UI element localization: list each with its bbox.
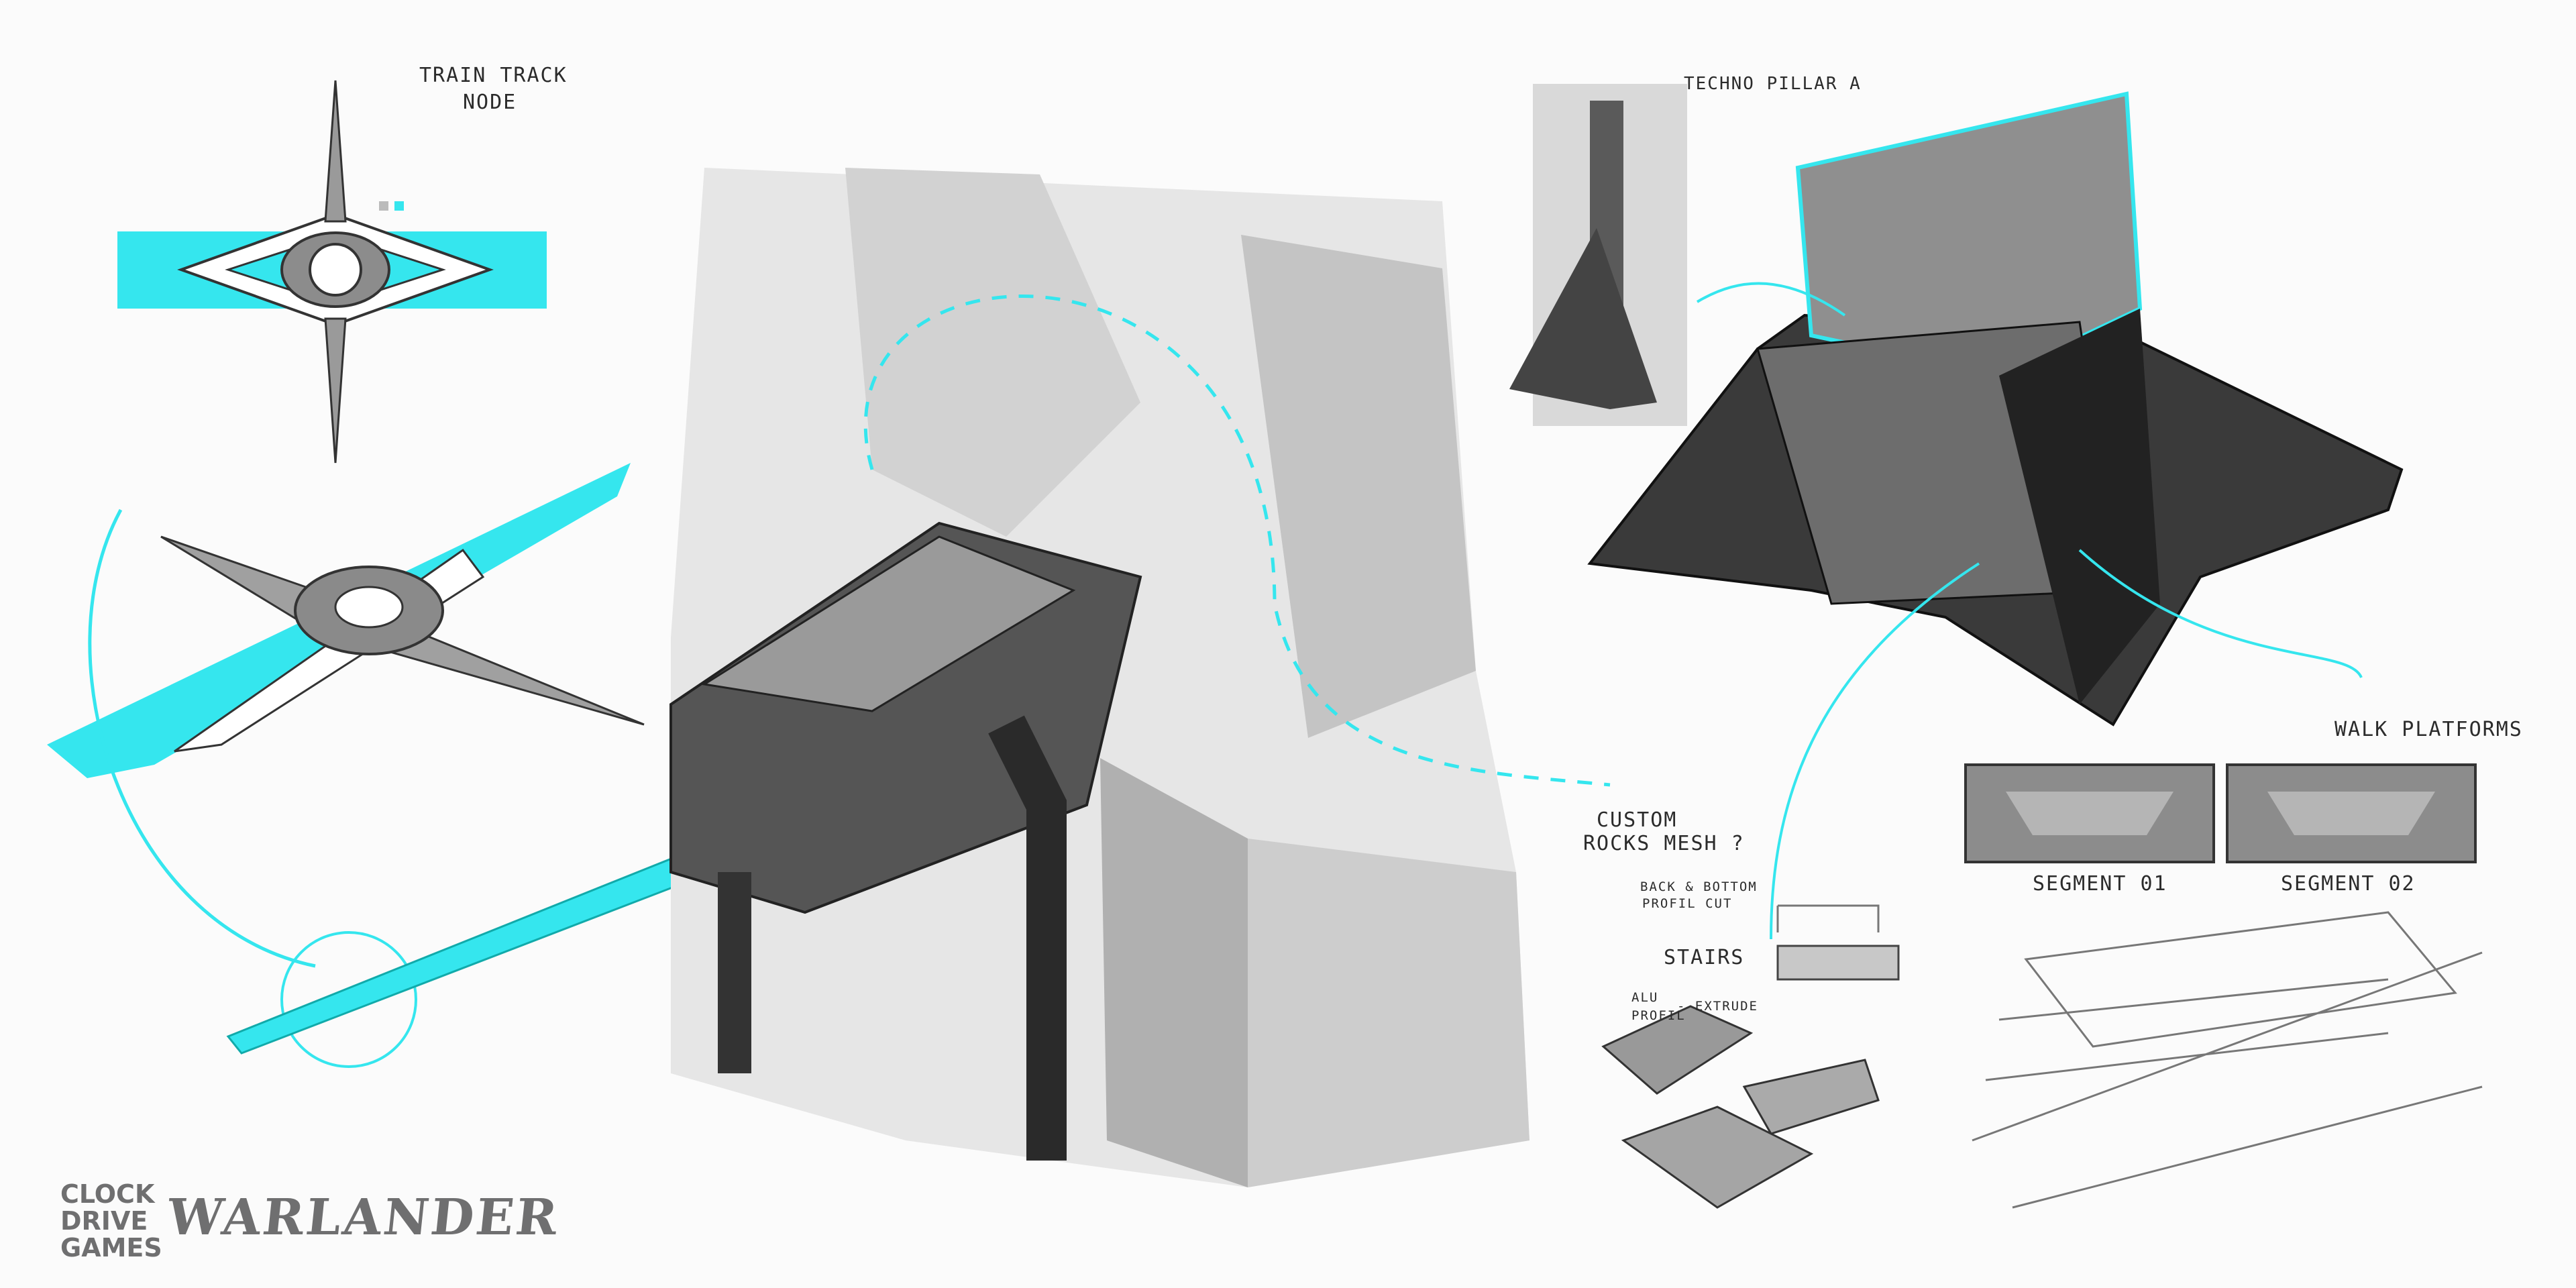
logo-line-3: GAMES <box>60 1233 162 1263</box>
label-segment-02: Segment 02 <box>2281 872 2416 896</box>
label-profil: Profil <box>1631 1008 1686 1023</box>
label-segment-01: Segment 01 <box>2033 872 2167 896</box>
label-node: Node <box>463 91 517 114</box>
highlight-circle <box>280 931 417 1068</box>
label-train-track: Train Track <box>419 64 568 87</box>
label-back-bottom: Back & Bottom <box>1640 879 1758 894</box>
train-track-node-top-view <box>117 80 547 464</box>
pillar-arrow <box>1696 282 1846 317</box>
train-track-node-perspective <box>47 463 645 778</box>
techno-station-main <box>669 521 1142 1161</box>
clock-drive-games-logo: CLOCK DRIVE GAMES <box>60 1181 162 1261</box>
label-techno-pillar: Techno Pillar A <box>1684 74 1862 94</box>
label-rocks-mesh: Rocks Mesh ? <box>1583 832 1745 855</box>
label-walk-platforms: Walk Platforms <box>2334 718 2523 741</box>
label-extrude: - Extrude <box>1677 999 1758 1014</box>
logo-line-2: DRIVE <box>60 1206 148 1236</box>
stairs-arrow <box>1770 562 1980 940</box>
label-profil-cut: Profil Cut <box>1642 896 1733 911</box>
label-alu: Alu <box>1631 990 1659 1005</box>
logo-line-1: CLOCK <box>60 1179 155 1209</box>
label-stairs: Stairs <box>1664 946 1745 969</box>
walk-arrow <box>2078 549 2363 678</box>
techno-pillar-thumbnail <box>1509 84 1687 426</box>
stair-sketches <box>1601 904 2483 1209</box>
dashed-arrow <box>863 294 1611 787</box>
techno-pillar-module <box>1587 91 2404 727</box>
label-custom: Custom <box>1597 808 1678 832</box>
warlander-logo: WARLANDER <box>164 1189 562 1246</box>
walk-platform-segments <box>1964 763 2477 863</box>
flow-arrow <box>88 508 316 968</box>
